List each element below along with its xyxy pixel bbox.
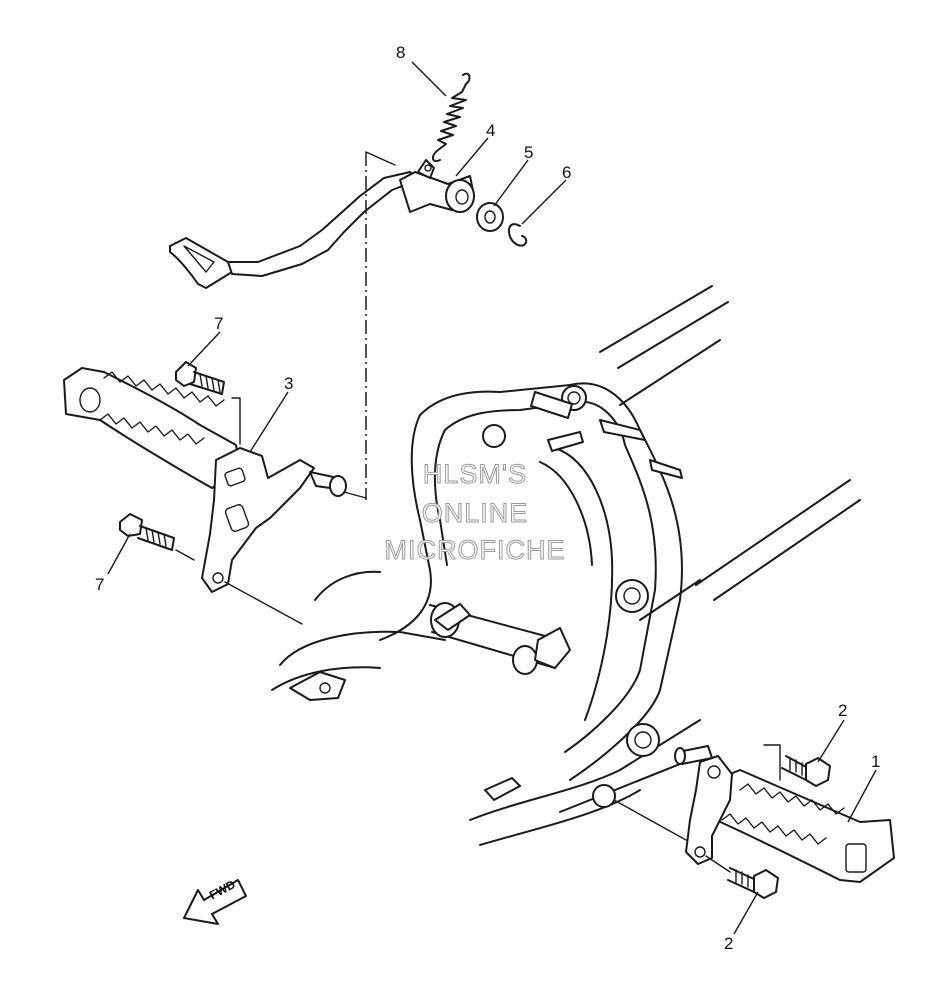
bolt-part-7-lower — [119, 513, 175, 551]
callout-7-lower: 7 — [95, 575, 105, 594]
watermark-line-3: MICROFICHE — [384, 535, 566, 565]
footrest-right — [705, 769, 895, 883]
bolt-part-2-upper — [781, 755, 831, 787]
callout-6: 6 — [562, 163, 572, 182]
footrest-bracket-part-3 — [201, 447, 347, 593]
callout-4: 4 — [486, 121, 496, 140]
footrest-bracket-right — [674, 745, 733, 865]
circlip-part-6 — [508, 223, 528, 247]
frame-assembly — [271, 285, 861, 846]
bolt-part-7-upper — [175, 361, 225, 395]
callout-2-upper: 2 — [838, 701, 848, 720]
spring-part-8 — [432, 72, 471, 162]
bolt-part-2-lower — [727, 867, 779, 899]
washer-part-5 — [476, 202, 504, 232]
callout-2-lower: 2 — [724, 934, 734, 953]
callout-8: 8 — [396, 43, 406, 62]
callout-7-upper: 7 — [214, 314, 224, 333]
callout-leaders — [107, 61, 877, 935]
callout-1: 1 — [871, 752, 881, 771]
watermark-line-1: HLSM'S — [422, 459, 528, 489]
brake-pedal-assembly — [169, 159, 475, 289]
fwd-arrow — [183, 879, 247, 925]
callout-5: 5 — [524, 143, 534, 162]
watermark-line-2: ONLINE — [421, 498, 529, 528]
callout-3: 3 — [284, 374, 294, 393]
